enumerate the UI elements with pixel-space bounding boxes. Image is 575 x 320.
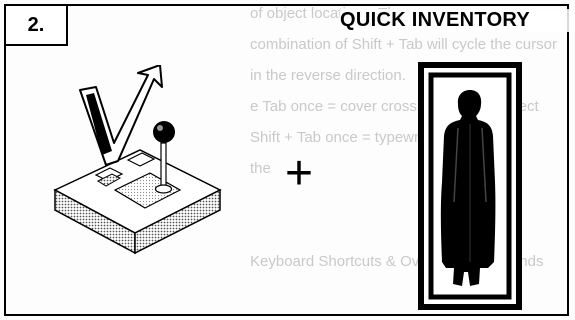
panel-title: QUICK INVENTORY xyxy=(340,9,570,32)
joystick-button-press-icon xyxy=(40,65,230,265)
plus-sign: + xyxy=(285,150,313,198)
step-number: 2. xyxy=(4,4,68,46)
character-silhouette-icon xyxy=(418,62,522,310)
